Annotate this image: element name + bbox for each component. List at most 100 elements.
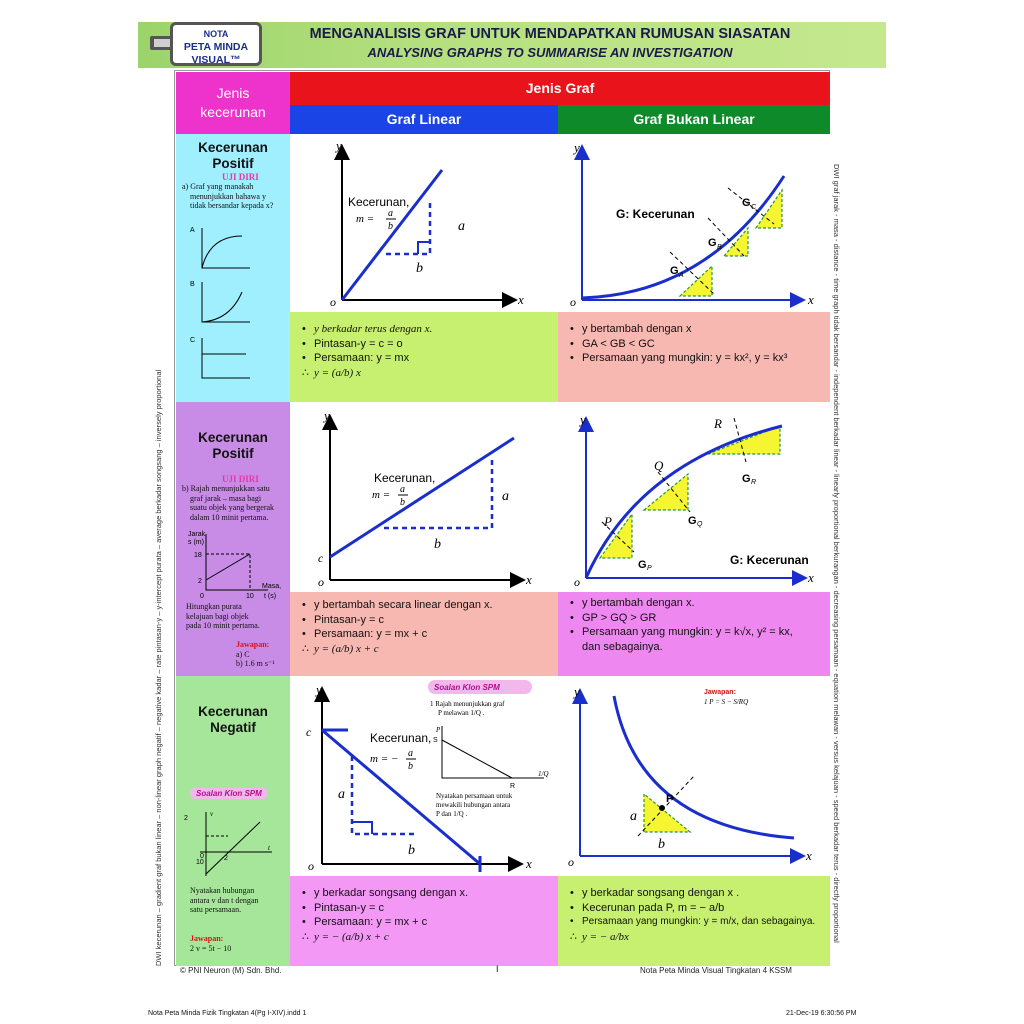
svg-text:R: R	[510, 783, 515, 790]
note-line: dan sebagainya.	[582, 640, 663, 653]
frac-a: a	[408, 748, 413, 759]
gc-sub: C	[751, 204, 757, 211]
point-r-label: R	[713, 416, 722, 431]
gr-sub: R	[751, 479, 756, 486]
soalan-klon-badge: Soalan Klon SPM	[190, 788, 268, 799]
origin-label: o	[570, 295, 576, 309]
intercept-label: c	[306, 725, 312, 739]
answer-block: Jawapan: 2 v = 5t − 10	[190, 934, 232, 953]
clip-icon	[150, 36, 174, 50]
note-line: GA < GB < GC	[582, 337, 655, 350]
svg-text:0: 0	[200, 853, 204, 860]
ask-text: Hitungkan purata kelajuan bagi objek pad…	[186, 602, 260, 630]
notes-nonlinear-row2: •y bertambah dengan x. •GP > GQ > GR •Pe…	[558, 592, 830, 676]
answer-block: Jawapan: a) C b) 1.6 m s⁻¹	[236, 640, 275, 668]
svg-text:10: 10	[246, 593, 254, 600]
axis-y-label: y	[572, 140, 580, 155]
svg-text:Masa,: Masa,	[262, 583, 281, 590]
glossary-left: DWI kecerunan – gradient graf bukan line…	[154, 369, 163, 966]
ask-text: Nyatakan hubungan antara v dan t dengan …	[190, 886, 259, 914]
header-jenis-kecerunan-l1: Jenis	[216, 85, 250, 101]
gradient-g-label: G: Kecerunan	[730, 553, 809, 567]
side-b-label: b	[408, 843, 415, 858]
svg-text:10: 10	[196, 859, 204, 866]
notes-nonlinear-row3: •y berkadar songsang dengan x . •Kecerun…	[558, 876, 830, 966]
footer-copyright: © PNI Neuron (M) Sdn. Bhd.	[180, 966, 282, 975]
svg-text:t (s): t (s)	[264, 593, 276, 600]
option-c-label: C	[190, 337, 195, 344]
uji-diri-label: UJI DIRI	[222, 474, 259, 484]
note-line: Pintasan-y = c = o	[314, 337, 403, 350]
option-b-label: B	[190, 281, 195, 288]
m-label: m =	[356, 213, 374, 225]
point-p-label: P	[603, 514, 612, 529]
gc-label: G	[742, 197, 751, 209]
graph-linear-positive-origin: y x o Kecerunan, m = a b a b	[290, 134, 558, 312]
nota-badge: NOTA PETA MINDA VISUAL™	[170, 22, 262, 66]
gr-label: G	[742, 473, 751, 485]
q1-ask-3: P dan 1/Q .	[436, 810, 467, 818]
side-a-label: a	[630, 809, 637, 824]
m-label: m = −	[370, 753, 398, 765]
graph-nonlinear-increasing: G: Kecerunan G A G B G C y x o	[558, 134, 830, 312]
axis-x-label: x	[525, 572, 532, 587]
q1-line2: P melawan 1/Q .	[438, 709, 485, 717]
intercept-label: c	[318, 551, 324, 565]
svg-text:S: S	[433, 737, 438, 744]
header-banner	[138, 22, 886, 68]
badge-line2: PETA MINDA	[183, 41, 249, 53]
frac-a: a	[400, 484, 405, 495]
note-line: y bertambah dengan x	[582, 323, 692, 335]
note-line: Kecerunan pada P, m = − a/b	[582, 901, 725, 914]
header-jenis-graf: Jenis Graf	[290, 72, 830, 105]
gradient-label: Kecerunan,	[374, 471, 435, 485]
svg-text:0: 0	[200, 593, 204, 600]
svg-text:t: t	[268, 844, 271, 852]
glossary-right: DWI graf jarak - masa - distance - time …	[832, 164, 841, 943]
footer-book-title: Nota Peta Minda Visual Tingkatan 4 KSSM	[640, 966, 792, 975]
note-line: Persamaan yang mungkin: y = k√x, y² = kx…	[582, 626, 793, 638]
axis-y-label: y	[334, 138, 342, 153]
axis-y-label: y	[314, 682, 322, 697]
note-line: y bertambah dengan x.	[582, 597, 695, 609]
gp-sub: P	[647, 565, 652, 572]
note-line: y = − a/bx	[582, 930, 629, 943]
print-file-name: Nota Peta Minda Fizik Tingkatan 4(Pg I-X…	[148, 1010, 307, 1017]
origin-label: o	[330, 295, 336, 309]
note-line: Pintasan-y = c	[314, 613, 385, 626]
page-title-ms: MENGANALISIS GRAF UNTUK MENDAPATKAN RUMU…	[309, 26, 791, 42]
q1-ask-1: Nyatakan persamaan untuk	[436, 792, 513, 800]
option-a-label: A	[190, 227, 195, 234]
m-label: m =	[372, 489, 390, 501]
mini-velocity-time-graph: v t 2 10 2 0	[184, 810, 272, 876]
note-line: Pintasan-y = c	[314, 901, 385, 914]
svg-text:2: 2	[198, 578, 202, 585]
note-line: Persamaan: y = mx	[314, 352, 410, 364]
svg-text:18: 18	[194, 552, 202, 559]
point-p-label: P	[666, 793, 673, 805]
svg-text:2: 2	[184, 815, 188, 822]
badge-line1: NOTA	[203, 29, 229, 39]
frac-b: b	[400, 497, 405, 508]
page-title-en: ANALYSING GRAPHS TO SUMMARISE AN INVESTI…	[367, 45, 733, 60]
print-timestamp: 21-Dec-19 6:30:56 PM	[786, 1010, 857, 1017]
gradient-label: Kecerunan,	[348, 195, 409, 209]
axis-y-label: y	[322, 408, 330, 423]
header-jenis-kecerunan-l2: kecerunan	[200, 104, 266, 120]
footer-page-number: I	[496, 964, 499, 974]
gb-label: G	[708, 237, 717, 249]
svg-text:Jarak,: Jarak,	[188, 531, 207, 538]
gradient-label: Kecerunan,	[370, 731, 431, 745]
side-a-label: a	[338, 787, 345, 802]
mini-distance-time-graph: Jarak, s (m) 18 2 0 10 Masa, t (s)	[188, 531, 281, 600]
graph-nonlinear-decreasing-gradient: P Q R G P G Q G R G: Kecerunan y x o	[558, 402, 830, 592]
notes-linear-row1: •y berkadar terus dengan x. •Pintasan-y …	[290, 312, 558, 402]
note-line: Persamaan yang mungkin: y = kx², y = kx³	[582, 352, 788, 364]
side-b-label: b	[434, 537, 441, 552]
note-line: y berkadar songsang dengan x.	[314, 887, 469, 899]
origin-label: o	[308, 859, 314, 873]
note-line: y berkadar songsang dengan x .	[582, 887, 740, 899]
